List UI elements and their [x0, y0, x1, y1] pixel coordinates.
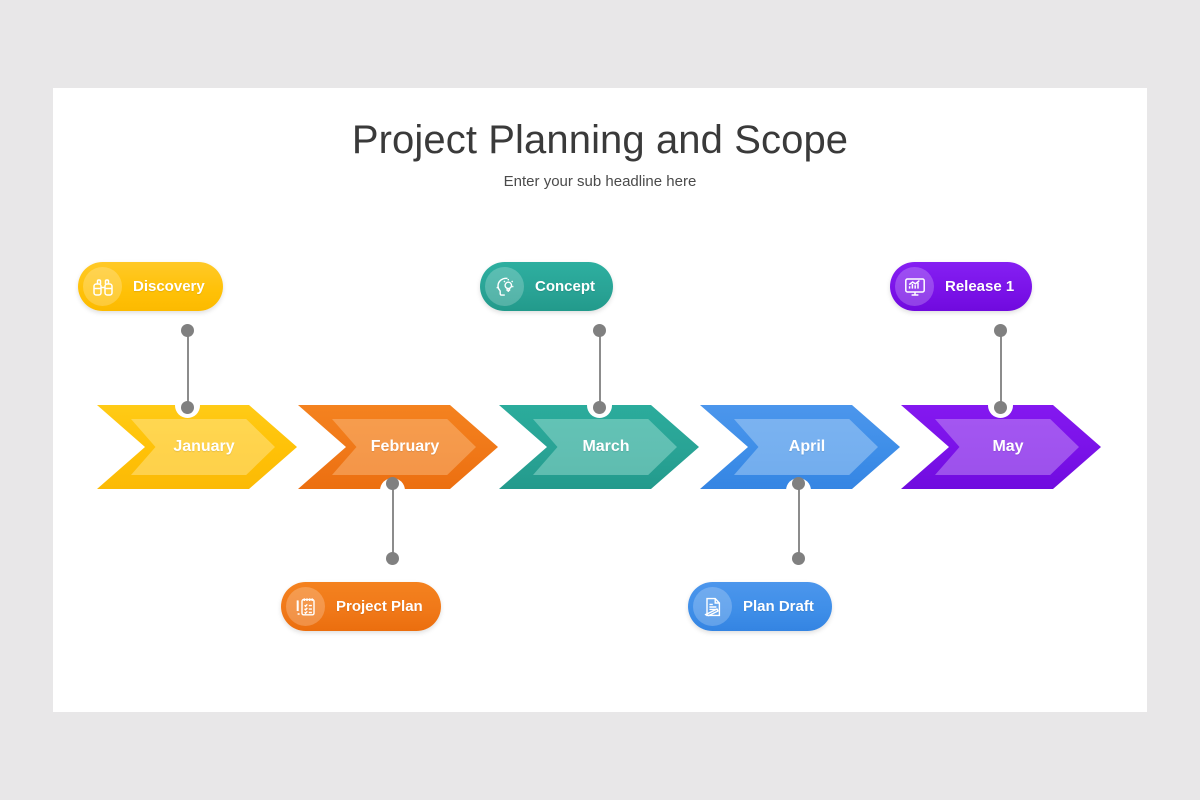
- connector-line: [1000, 329, 1002, 409]
- connector-dot-bottom: [994, 401, 1007, 414]
- connector-release1: [994, 324, 1007, 414]
- monitor-chart-icon: [895, 267, 934, 306]
- milestone-release-1[interactable]: Release 1: [890, 262, 1033, 311]
- connector-concept: [593, 324, 606, 414]
- milestone-concept[interactable]: Concept: [480, 262, 613, 311]
- timeline-step-may[interactable]: May: [901, 405, 1101, 489]
- slide-canvas: Project Planning and Scope Enter your su…: [53, 88, 1147, 712]
- connector-project-plan: [386, 477, 399, 565]
- timeline-step-label: April: [788, 438, 826, 455]
- timeline-step-march[interactable]: March: [499, 405, 699, 489]
- connector-dot-top: [593, 324, 606, 337]
- milestone-plan-draft[interactable]: Plan Draft: [688, 582, 832, 631]
- milestone-label: Plan Draft: [743, 598, 814, 615]
- milestone-discovery[interactable]: Discovery: [78, 262, 223, 311]
- page-title: Project Planning and Scope: [351, 118, 849, 162]
- milestone-label: Project Plan: [336, 598, 423, 615]
- timeline-step-label: January: [173, 438, 235, 455]
- connector-dot-top: [386, 477, 399, 490]
- connector-line: [187, 329, 189, 409]
- binoculars-icon: [83, 267, 122, 306]
- timeline-step-label: May: [992, 438, 1024, 455]
- page-subtitle: Enter your sub headline here: [503, 173, 697, 190]
- milestone-label: Concept: [535, 278, 595, 295]
- connector-line: [599, 329, 601, 409]
- connector-line: [798, 482, 800, 560]
- connector-dot-top: [994, 324, 1007, 337]
- notepad-checklist-icon: [286, 587, 325, 626]
- document-pen-icon: [693, 587, 732, 626]
- timeline-step-label: March: [582, 438, 630, 455]
- connector-dot-top: [181, 324, 194, 337]
- timeline-step-label: February: [370, 438, 440, 455]
- connector-dot-bottom: [792, 552, 805, 565]
- timeline-step-february[interactable]: February: [298, 405, 498, 489]
- milestone-label: Discovery: [133, 278, 205, 295]
- connector-dot-bottom: [181, 401, 194, 414]
- connector-plan-draft: [792, 477, 805, 565]
- connector-discovery: [181, 324, 194, 414]
- timeline-step-january[interactable]: January: [97, 405, 297, 489]
- milestone-label: Release 1: [945, 278, 1015, 295]
- milestone-project-plan[interactable]: Project Plan: [281, 582, 441, 631]
- connector-dot-bottom: [593, 401, 606, 414]
- connector-dot-bottom: [386, 552, 399, 565]
- connector-line: [392, 482, 394, 560]
- connector-dot-top: [792, 477, 805, 490]
- timeline-step-april[interactable]: April: [700, 405, 900, 489]
- head-lightbulb-icon: [485, 267, 524, 306]
